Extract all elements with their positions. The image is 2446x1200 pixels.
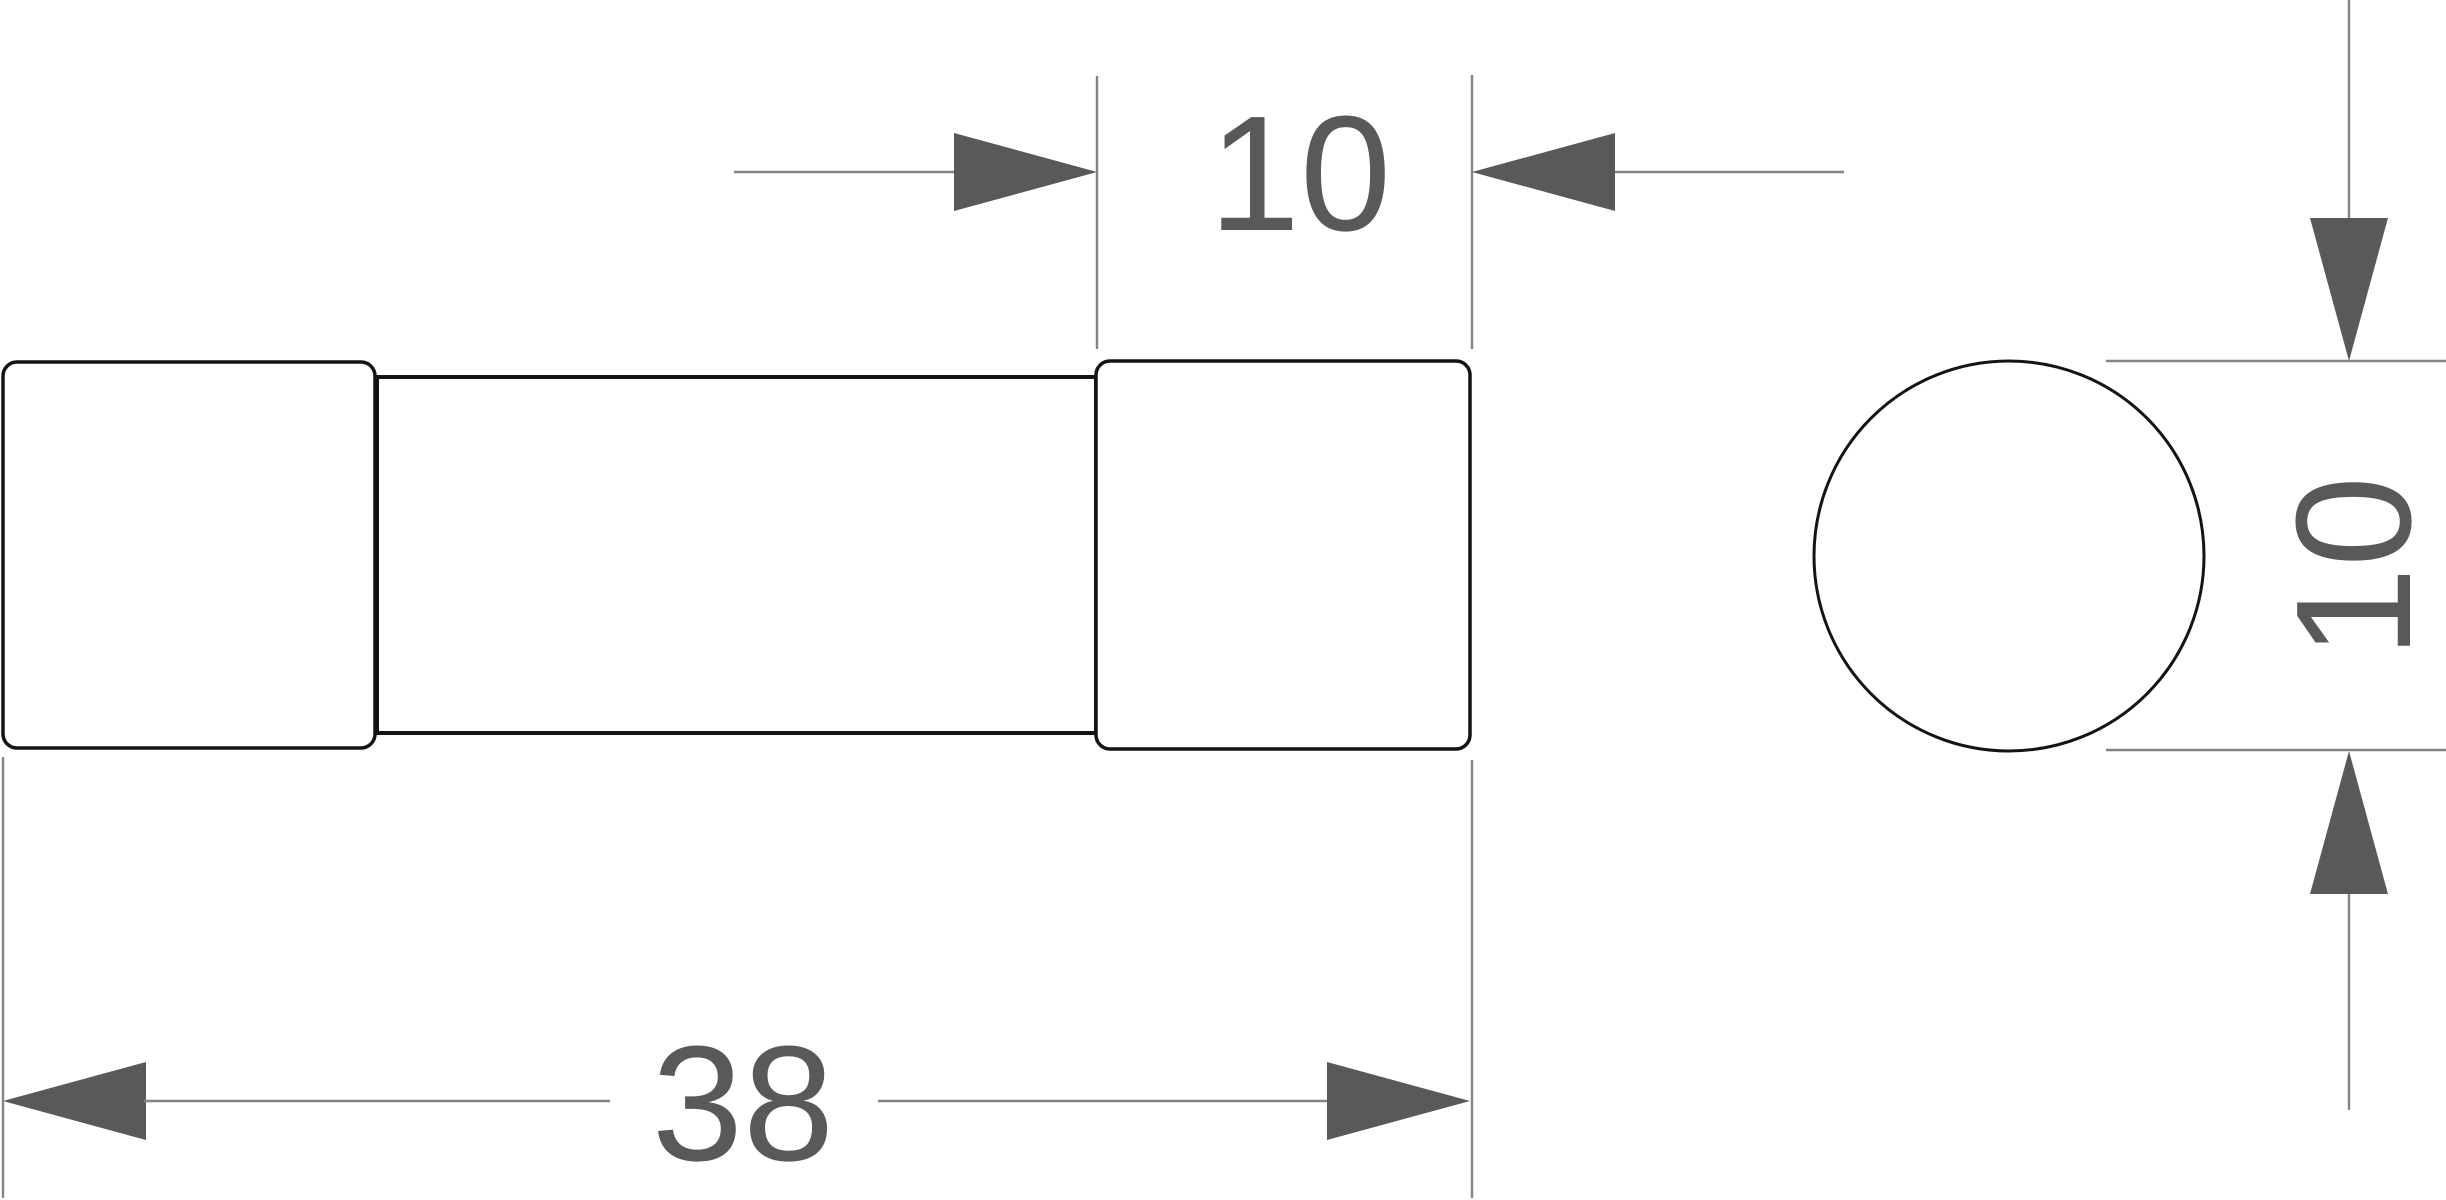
arrow-up-icon bbox=[2310, 751, 2388, 894]
side-view bbox=[1, 359, 1472, 751]
body-tube bbox=[375, 375, 1098, 735]
circle-face bbox=[1812, 359, 2206, 753]
arrow-left-icon bbox=[1472, 133, 1615, 211]
dimension-cap-length: 10 bbox=[734, 75, 1844, 349]
right-end-cap bbox=[1094, 359, 1472, 751]
dimension-label-cap-length: 10 bbox=[1209, 82, 1391, 265]
dimension-label-diameter: 10 bbox=[2262, 476, 2445, 658]
arrow-left-icon bbox=[3, 1062, 146, 1140]
arrow-right-icon bbox=[954, 133, 1097, 211]
left-end-cap bbox=[1, 360, 377, 750]
end-view bbox=[1812, 359, 2206, 753]
dimension-overall-length: 38 bbox=[1, 757, 1474, 1198]
dimension-label-overall-length: 38 bbox=[652, 1012, 834, 1195]
arrow-right-icon bbox=[1327, 1062, 1470, 1140]
arrow-down-icon bbox=[2310, 218, 2388, 361]
dimension-diameter: 10 bbox=[2106, 0, 2446, 1110]
